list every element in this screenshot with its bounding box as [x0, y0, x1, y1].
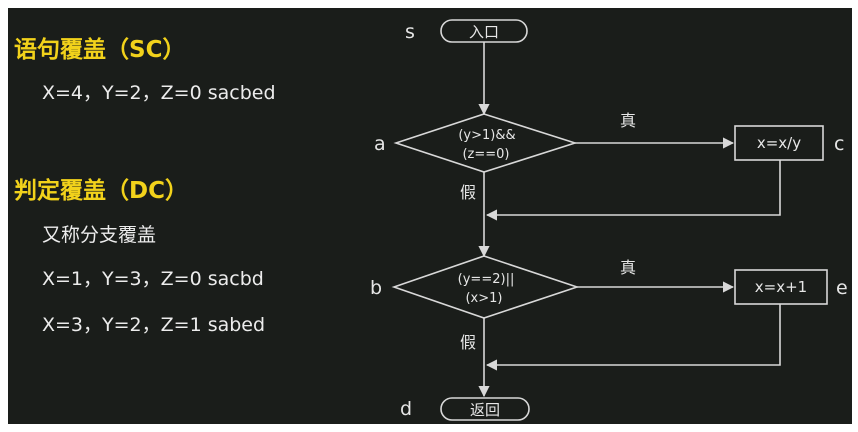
process-1-label: x=x/y [757, 134, 801, 152]
decision-1-line-2: (z==0) [462, 147, 509, 162]
decision-2-line-1: (y==2)|| [458, 272, 515, 287]
process-1-box [734, 125, 824, 161]
sc-heading: 语句覆盖（SC） [14, 37, 186, 63]
point-s-label: s [405, 21, 415, 43]
entry-label: 入口 [469, 23, 499, 41]
point-b-label: b [370, 277, 382, 299]
point-d-label: d [400, 398, 412, 420]
sc-test-case: X=4，Y=2，Z=0 sacbed [42, 82, 276, 104]
process-2-label: x=x+1 [755, 278, 807, 296]
dc-subtitle: 又称分支覆盖 [42, 224, 157, 246]
decision-2-line-2: (x>1) [465, 291, 502, 306]
point-e-label: e [836, 277, 848, 299]
exit-terminal [440, 397, 530, 421]
false-label-2: 假 [460, 333, 476, 352]
dc-heading: 判定覆盖（DC） [14, 178, 188, 204]
false-label-1: 假 [460, 183, 476, 202]
dc-test-case-1: X=1，Y=3，Z=0 sacbd [42, 268, 264, 290]
decision-2-diamond [391, 255, 580, 319]
exit-label: 返回 [470, 401, 500, 419]
dc-test-case-2: X=3，Y=2，Z=1 sabed [42, 314, 266, 336]
decision-1-diamond [393, 113, 578, 173]
flowchart: s a c b e d 入口 返回 (y>1)&& (z==0) (y==2)|… [370, 19, 848, 421]
process-2-box [734, 269, 828, 305]
true-label-2: 真 [620, 258, 636, 277]
flow-e-return [485, 304, 781, 371]
slide: 语句覆盖（SC） X=4，Y=2，Z=0 sacbed 判定覆盖（DC） 又称分… [8, 8, 852, 424]
point-a-label: a [374, 133, 386, 155]
flow-c-return [485, 160, 781, 221]
decision-1-line-1: (y>1)&& [458, 128, 515, 143]
true-label-1: 真 [620, 111, 636, 130]
point-c-label: c [834, 133, 844, 155]
